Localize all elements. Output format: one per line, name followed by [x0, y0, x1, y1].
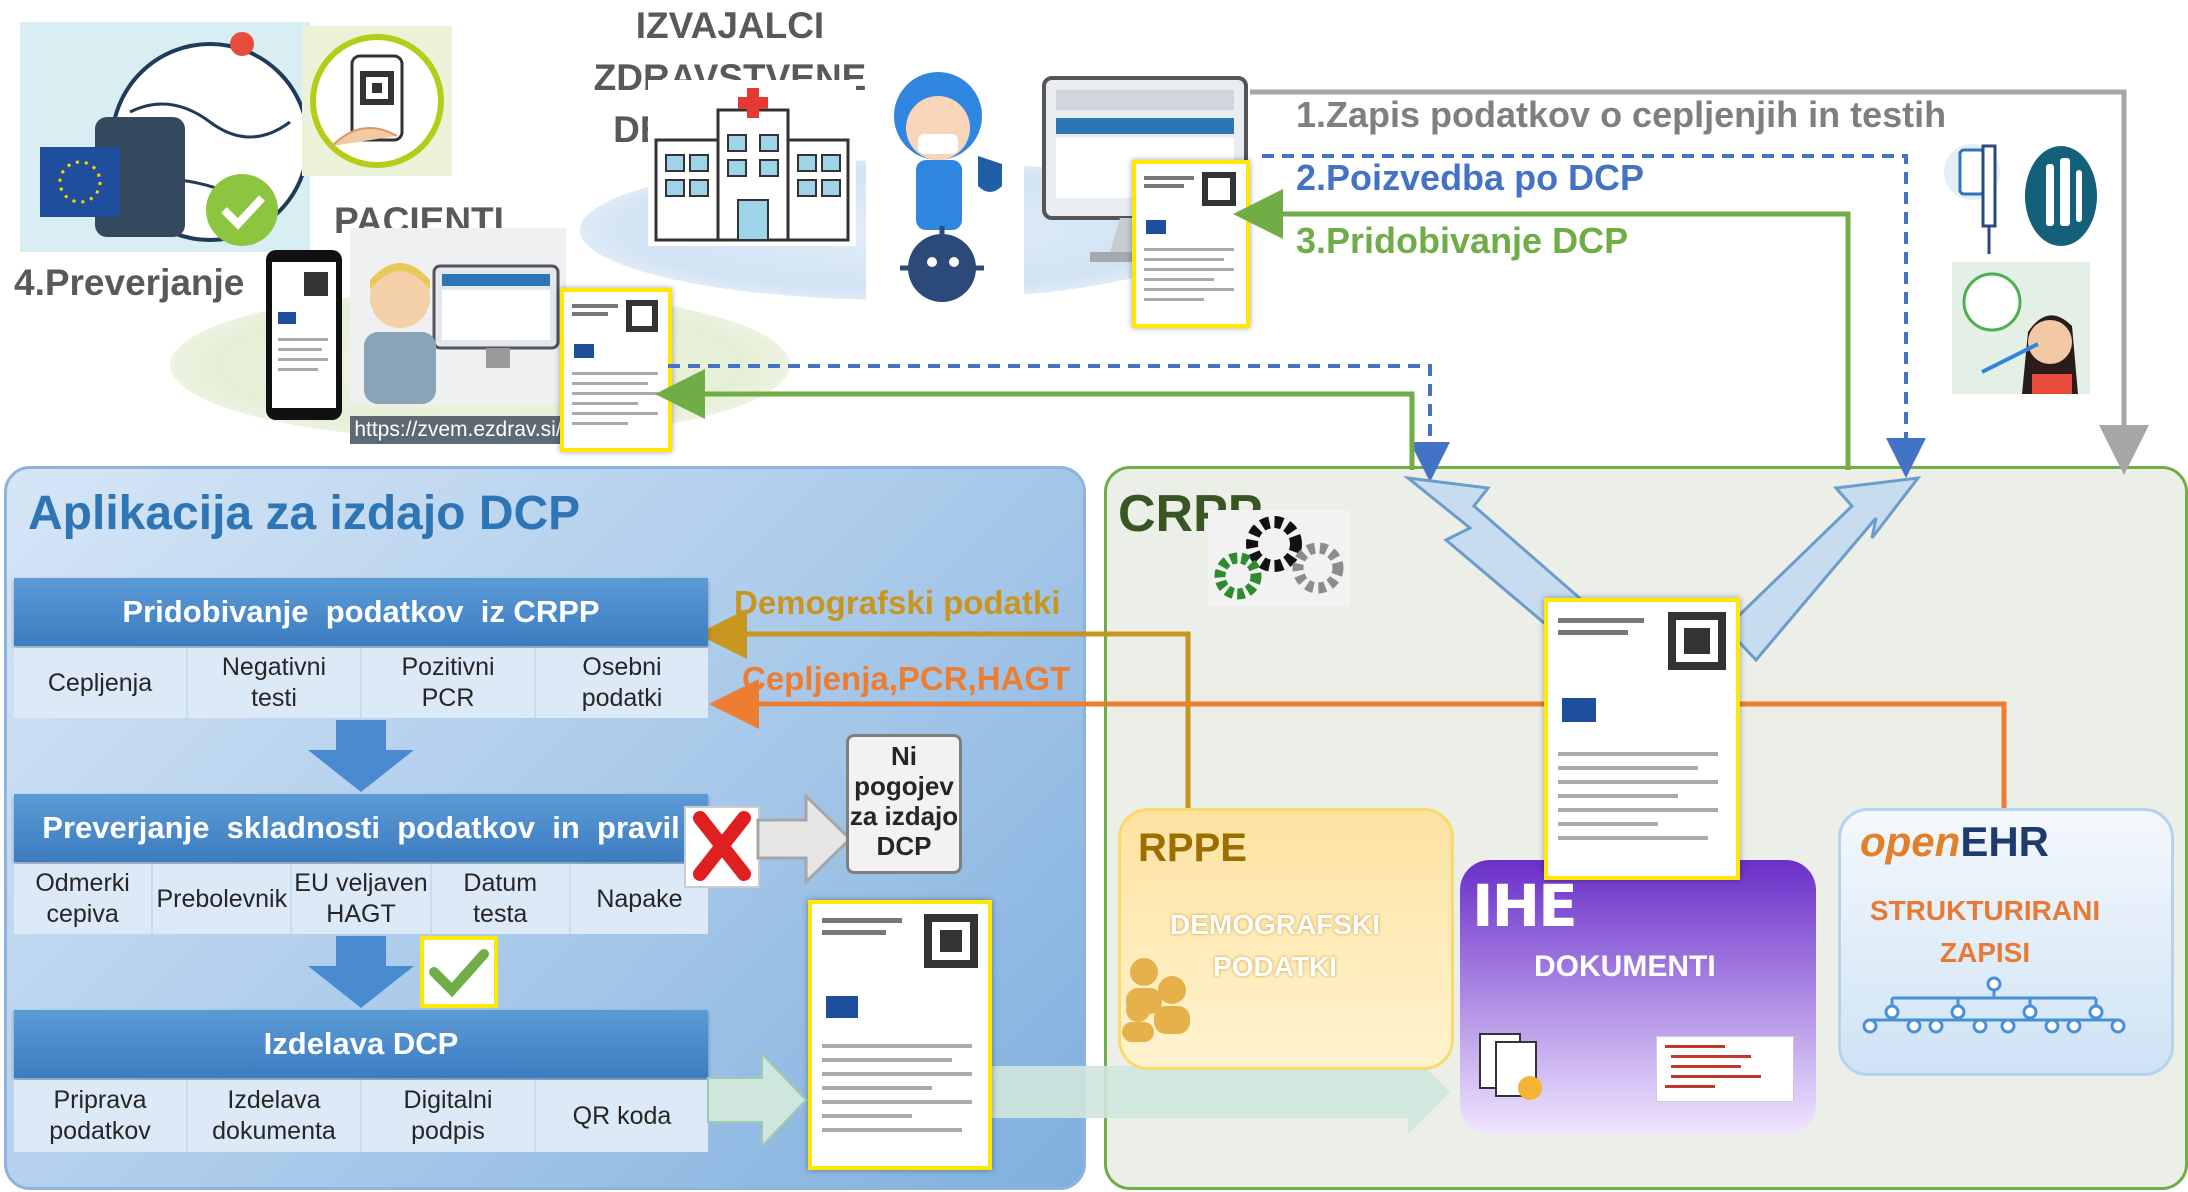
flow-step3-label: 3.Pridobivanje DCP — [1296, 220, 1629, 261]
flow-vaccinations-label: Cepljenja,PCR,HAGT — [742, 660, 1071, 697]
section1-cell: Pozitivni PCR — [362, 648, 536, 718]
no-conditions-line: za izdajo — [849, 801, 959, 831]
red-x-icon — [684, 806, 760, 888]
right-arrow-to-cert — [707, 1051, 808, 1149]
hospital-icon — [648, 80, 856, 246]
openehr-label-line2: ZAPISI — [1939, 937, 2031, 968]
flow-step2-label: 2.Poizvedba po DCP — [1296, 157, 1645, 198]
section3-cells: Priprava podatkov Izdelava dokumenta Dig… — [14, 1080, 708, 1152]
section2-cell: Napake — [596, 884, 683, 913]
crpp-up-arrow-right — [1723, 476, 1922, 663]
section1-cell: Negativni testi — [188, 648, 362, 718]
rppe-title: RPPE — [1138, 826, 1247, 870]
phone-qr-icon — [302, 26, 452, 176]
section2-cell: Prebolevnik — [153, 864, 293, 934]
people-icon — [1114, 950, 1204, 1042]
travel-globe-icon — [20, 22, 310, 252]
arrow-step3-patients — [655, 369, 1415, 470]
openehr-logo-ehr: EHR — [1960, 818, 2050, 865]
url-text: https://zvem.ezdrav.si/ — [354, 418, 562, 441]
section3-title-text: Izdelava DCP — [263, 1026, 459, 1061]
section1-cells: Cepljenja Negativni testi Pozitivni PCR … — [14, 648, 708, 718]
syringe-icon — [1965, 136, 2015, 256]
section2-cell: EU veljaven HAGT — [292, 864, 432, 934]
no-conditions-line: DCP — [876, 831, 932, 861]
arrow-step3 — [1233, 189, 1851, 470]
test-kit-icon — [2022, 144, 2100, 248]
rppe-label-line2: PODATKI — [1213, 951, 1337, 982]
ihe-logo: IHE — [1472, 872, 1578, 940]
certificate-crpp — [1544, 598, 1740, 880]
openehr-logo: openEHR — [1860, 818, 2049, 866]
no-conditions-line: pogojev — [854, 771, 954, 801]
app-title: Aplikacija za izdajo DCP — [28, 487, 581, 540]
down-arrow-1 — [308, 720, 414, 792]
verification-label: 4.Preverjanje — [14, 262, 245, 303]
section1-title: Pridobivanje podatkov iz CRPP — [14, 578, 708, 646]
section3-cell: Izdelava dokumenta — [188, 1080, 362, 1152]
nasal-swab-icon — [1952, 262, 2090, 394]
rppe-label-line1: DEMOGRAFSKI — [1170, 909, 1380, 940]
arrow-cert-to-ihe — [990, 1050, 1450, 1134]
phone-icon — [264, 248, 344, 422]
section2-cells: Odmerki cepiva Prebolevnik EU veljaven H… — [14, 864, 708, 934]
section1-cell: Cepljenja — [14, 648, 188, 718]
gray-right-arrow — [756, 794, 852, 884]
down-arrow-2 — [308, 936, 414, 1008]
documents-icon — [1474, 1024, 1554, 1104]
section1-cell: Osebni podatki — [581, 653, 663, 712]
tree-structure-icon — [1862, 976, 2126, 1034]
section2-title-text: Preverjanje skladnosti podatkov in pravi… — [42, 810, 680, 845]
openehr-logo-open: open — [1860, 818, 1961, 865]
section3-cell: Priprava podatkov — [14, 1080, 188, 1152]
doctor-virus-icon — [866, 56, 1024, 306]
certificate-produced — [808, 900, 992, 1170]
rppe-label: DEMOGRAFSKI PODATKI — [1150, 904, 1400, 988]
flow-step1-label: 1.Zapis podatkov o cepljenjih in testih — [1296, 94, 1947, 135]
openehr-label-line1: STRUKTURIRANI — [1869, 895, 2101, 926]
certificate-providers — [1132, 160, 1250, 328]
arrow-step2 — [1262, 154, 1926, 478]
gears-icon — [1208, 510, 1350, 606]
flow-demographic-label: Demografski podatki — [734, 584, 1061, 621]
ihe-label: DOKUMENTI — [1534, 950, 1716, 983]
section2-cell: Datum testa — [432, 864, 571, 934]
section1-title-text: Pridobivanje podatkov iz CRPP — [122, 594, 600, 629]
section3-cell: QR koda — [572, 1101, 672, 1130]
no-conditions-scroll: Ni pogojev za izdajo DCP — [846, 734, 962, 874]
arrow-vaccinations — [709, 679, 2007, 808]
arrow-step2-patients — [668, 364, 1450, 482]
no-conditions-line: Ni — [891, 741, 917, 771]
section3-title: Izdelava DCP — [14, 1010, 708, 1078]
code-document-icon — [1656, 1036, 1794, 1102]
url-link[interactable]: https://zvem.ezdrav.si/ — [350, 416, 566, 444]
section3-cell: Digitalni podpis — [362, 1080, 536, 1152]
section2-cell: Odmerki cepiva — [14, 864, 154, 934]
section2-title: Preverjanje skladnosti podatkov in pravi… — [14, 794, 708, 862]
openehr-label: STRUKTURIRANI ZAPISI — [1850, 890, 2120, 974]
arrow-step1 — [1250, 89, 2149, 475]
green-check-icon — [420, 936, 498, 1008]
user-computer-icon — [350, 228, 566, 404]
arrow-demographic — [697, 609, 1191, 810]
certificate-patients — [560, 288, 672, 452]
